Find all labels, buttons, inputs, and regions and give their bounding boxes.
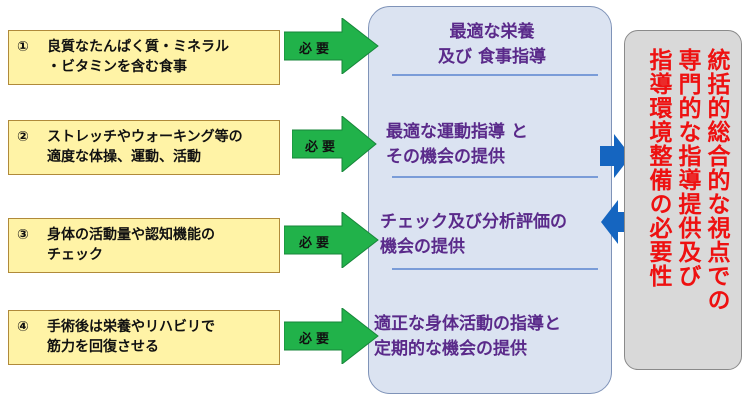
requirement-text: ストレッチやウォーキング等の 適度な体操、運動、活動 <box>47 129 243 166</box>
arrow-right-green-1 <box>284 18 379 74</box>
separator-line <box>392 268 598 270</box>
requirement-number: ③ <box>17 227 29 243</box>
requirement-number: ① <box>17 39 29 55</box>
center-item-1: 最適な栄養 及び 食事指導 <box>438 22 546 67</box>
requirement-number: ② <box>17 129 29 145</box>
arrow-label: 必要 <box>298 236 333 251</box>
arrow-label: 必要 <box>298 332 333 347</box>
requirement-number: ④ <box>17 319 29 335</box>
separator-line <box>392 176 598 178</box>
center-item-2: 最適な運動指導 と その機会の提供 <box>386 122 528 167</box>
center-box <box>368 6 612 394</box>
result-line-1: 統括的総合的な視点での <box>703 48 729 312</box>
requirement-box-3: ③ 身体の活動量や認知機能の チェック <box>8 218 280 273</box>
requirement-box-1: ① 良質なたんぱく質・ミネラル ・ビタミンを含む食事 <box>8 30 280 85</box>
requirement-box-4: ④ 手術後は栄養やリハビリで 筋力を回復させる <box>8 310 280 365</box>
arrow-right-blue <box>600 134 631 178</box>
separator-line <box>392 74 598 76</box>
center-item-4: 適正な身体活動の指導と 定期的な機会の提供 <box>374 314 561 359</box>
requirement-text: 手術後は栄養やリハビリで 筋力を回復させる <box>47 319 215 356</box>
requirement-text: 身体の活動量や認知機能の チェック <box>47 227 215 264</box>
arrow-left-blue <box>601 200 632 244</box>
result-line-3: 指導環境整備の必要性 <box>645 48 671 288</box>
arrow-right-green-2 <box>292 116 377 172</box>
center-item-3: チェック及び分析評価の 機会の提供 <box>380 212 567 257</box>
requirement-text: 良質なたんぱく質・ミネラル ・ビタミンを含む食事 <box>47 39 229 76</box>
requirement-box-2: ② ストレッチやウォーキング等の 適度な体操、運動、活動 <box>8 120 280 175</box>
result-box <box>624 30 742 370</box>
arrow-label: 必要 <box>304 140 339 155</box>
arrow-right-green-3 <box>284 212 379 268</box>
arrow-right-green-4 <box>284 308 379 364</box>
arrow-label: 必要 <box>298 42 333 57</box>
result-line-2: 専門的な指導提供及び <box>674 48 700 288</box>
